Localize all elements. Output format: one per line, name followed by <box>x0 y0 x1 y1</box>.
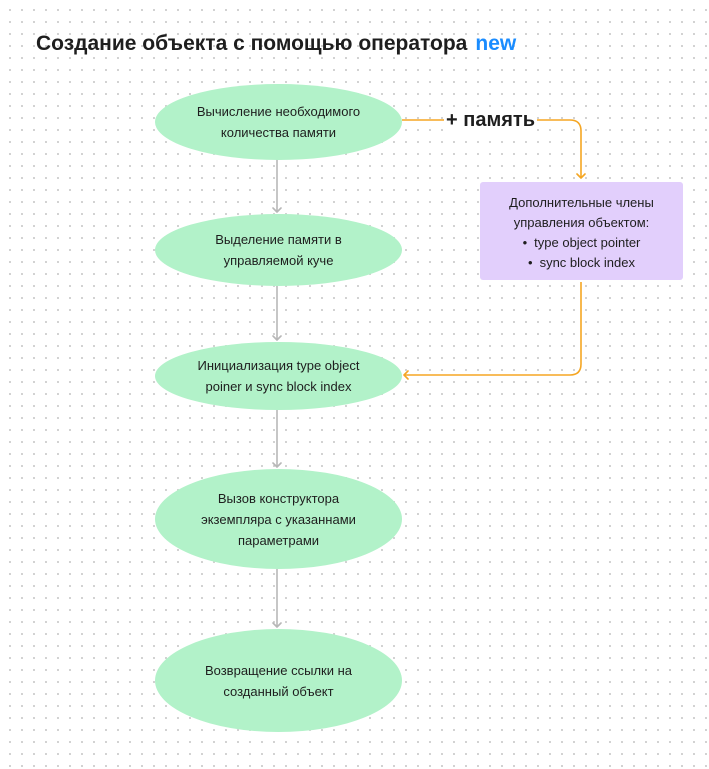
title-keyword: new <box>475 32 517 55</box>
title-text: Создание объекта с помощью оператора <box>36 32 468 55</box>
step-allocate-heap-text: Выделение памяти в управляемой куче <box>215 232 342 268</box>
note-heading: Дополнительные члены управления объектом… <box>509 195 654 230</box>
memory-arrow-to-init <box>403 282 582 380</box>
step-calc-memory: Вычисление необходимого количества памят… <box>155 84 402 160</box>
step-allocate-heap: Выделение памяти в управляемой куче <box>155 214 402 286</box>
memory-arrow-to-note <box>402 119 586 179</box>
object-members-note: Дополнительные члены управления объектом… <box>480 182 683 280</box>
note-item-sync-block-index: sync block index <box>488 253 675 273</box>
step-return-reference: Возвращение ссылки на созданный объект <box>155 629 402 732</box>
step-call-constructor: Вызов конструктора экземпляра с указанна… <box>155 469 402 569</box>
diagram-title: Создание объекта с помощью оператора new <box>36 32 516 56</box>
step-call-constructor-text: Вызов конструктора экземпляра с указанна… <box>201 490 356 548</box>
note-item-type-object-pointer: type object pointer <box>488 233 675 253</box>
memory-edge-label: + память <box>444 109 537 132</box>
step-return-reference-text: Возвращение ссылки на созданный объект <box>204 662 353 699</box>
step-init-members: Инициализация type object poiner и sync … <box>155 342 402 410</box>
step-calc-memory-text: Вычисление необходимого количества памят… <box>196 104 361 140</box>
step-init-members-text: Инициализация type object poiner и sync … <box>197 358 360 394</box>
note-list: type object pointer sync block index <box>488 233 675 273</box>
